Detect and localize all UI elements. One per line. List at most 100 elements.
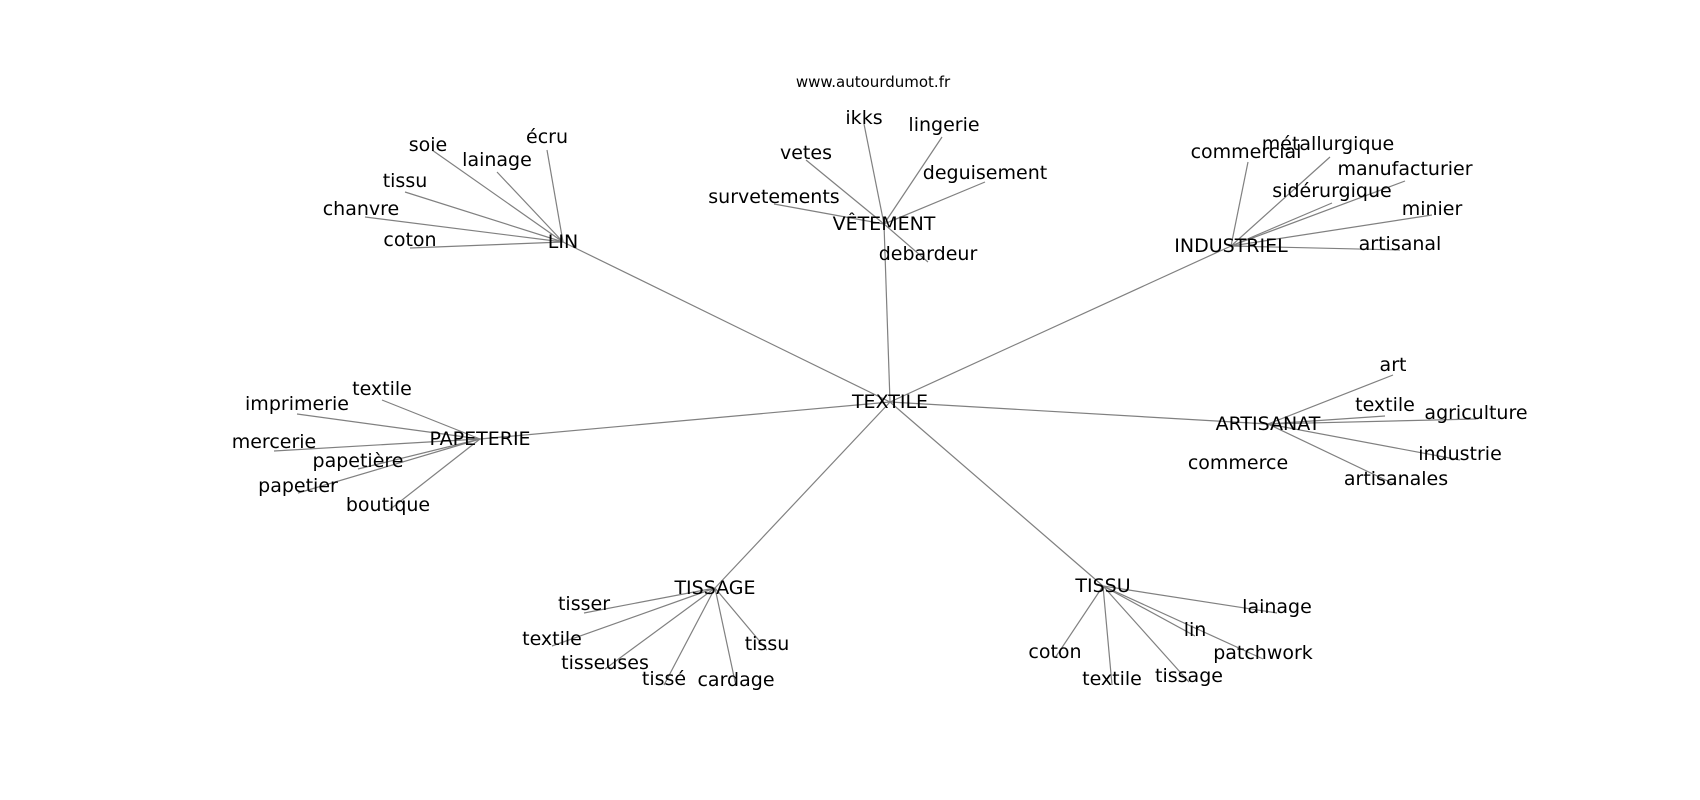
leaf-node-industriel-3[interactable]: sidérurgique	[1272, 180, 1391, 202]
leaf-node-lin-3[interactable]: tissu	[383, 170, 428, 192]
hub-node-vetement[interactable]: VÊTEMENT	[833, 212, 936, 235]
hub-node-tissage[interactable]: TISSAGE	[673, 577, 755, 599]
edge-lin-leaf-3	[404, 191, 564, 243]
edge-artisanat-leaf-5	[1267, 423, 1397, 486]
leaf-node-artisanat-0[interactable]: art	[1380, 354, 1407, 376]
leaf-node-vetement-3[interactable]: deguisement	[923, 162, 1047, 184]
edge-tissage-leaf-0	[583, 587, 716, 614]
leaf-node-vetement-1[interactable]: lingerie	[908, 114, 979, 136]
leaf-node-tissu-2[interactable]: patchwork	[1213, 642, 1313, 664]
leaf-node-tissage-3[interactable]: tisseuses	[561, 652, 649, 674]
edge-tissage-leaf-2	[714, 587, 768, 651]
leaf-node-tissu-4[interactable]: textile	[1082, 668, 1142, 690]
edge-lin-leaf-2	[496, 171, 564, 243]
edge-artisanat-leaf-1	[1267, 415, 1386, 425]
leaf-node-industriel-0[interactable]: commercial	[1191, 141, 1302, 163]
edge-root-lin	[562, 241, 891, 403]
root-node-textile[interactable]: TEXTILE	[851, 391, 928, 413]
leaf-node-tissu-1[interactable]: lin	[1184, 619, 1207, 641]
edge-vetement-leaf-3	[883, 181, 986, 225]
edge-lin-leaf-5	[409, 241, 564, 249]
leaf-node-artisanat-5[interactable]: artisanales	[1344, 468, 1448, 490]
edge-papeterie-leaf-4	[297, 438, 481, 494]
leaf-node-papeterie-0[interactable]: textile	[352, 378, 412, 400]
edge-papeterie-leaf-3	[357, 438, 481, 470]
edge-root-artisanat	[889, 401, 1269, 425]
edge-vetement-leaf-2	[805, 159, 885, 225]
edge-root-tissu	[889, 401, 1104, 587]
hub-node-papeterie[interactable]: PAPETERIE	[429, 428, 530, 450]
leaf-node-tissu-5[interactable]: tissage	[1155, 665, 1223, 687]
edges	[273, 123, 1477, 687]
edge-industriel-leaf-5	[1230, 245, 1401, 251]
leaf-node-industriel-2[interactable]: manufacturier	[1337, 158, 1472, 180]
edge-vetement-leaf-5	[883, 223, 929, 263]
leaf-node-lin-5[interactable]: coton	[383, 229, 436, 251]
leaf-node-tissu-3[interactable]: coton	[1028, 641, 1081, 663]
edge-root-tissage	[714, 401, 891, 589]
leaf-node-artisanat-1[interactable]: textile	[1355, 394, 1415, 416]
leaf-node-papeterie-1[interactable]: imprimerie	[245, 393, 349, 415]
leaf-node-vetement-4[interactable]: survetements	[708, 186, 839, 208]
leaf-node-lin-4[interactable]: chanvre	[323, 198, 400, 220]
edge-tissage-leaf-1	[551, 587, 716, 647]
edge-industriel-leaf-2	[1230, 180, 1406, 247]
edge-industriel-leaf-0	[1230, 161, 1249, 247]
edge-tissu-leaf-2	[1102, 585, 1264, 660]
edge-tissage-leaf-3	[604, 587, 716, 670]
edge-vetement-leaf-4	[773, 203, 885, 225]
leaf-node-tissage-1[interactable]: textile	[522, 628, 582, 650]
leaf-node-industriel-1[interactable]: métallurgique	[1262, 133, 1395, 155]
hub-node-industriel[interactable]: INDUSTRIEL	[1174, 235, 1288, 257]
leaf-node-tissu-0[interactable]: lainage	[1242, 596, 1312, 618]
leaf-node-papeterie-4[interactable]: papetier	[258, 475, 338, 497]
site-url[interactable]: www.autourdumot.fr	[796, 73, 951, 91]
edge-artisanat-leaf-2	[1267, 418, 1477, 425]
leaf-node-papeterie-3[interactable]: papetière	[313, 450, 404, 472]
leaf-node-vetement-0[interactable]: ikks	[845, 107, 882, 129]
leaf-node-tissage-2[interactable]: tissu	[745, 633, 790, 655]
edge-tissage-leaf-5	[714, 587, 737, 687]
leaf-node-industriel-5[interactable]: artisanal	[1359, 233, 1442, 255]
edge-root-industriel	[889, 245, 1232, 403]
edge-tissu-leaf-5	[1102, 585, 1190, 683]
leaf-node-tissage-5[interactable]: cardage	[697, 669, 774, 691]
edge-papeterie-leaf-0	[381, 399, 481, 440]
hub-node-artisanat[interactable]: ARTISANAT	[1216, 413, 1321, 435]
leaf-node-artisanat-2[interactable]: agriculture	[1424, 402, 1527, 424]
edge-industriel-leaf-1	[1230, 156, 1331, 247]
leaf-node-papeterie-2[interactable]: mercerie	[232, 431, 317, 453]
edge-tissu-leaf-1	[1102, 585, 1196, 637]
leaf-node-lin-1[interactable]: écru	[526, 126, 568, 148]
leaf-node-industriel-4[interactable]: minier	[1402, 198, 1463, 220]
edge-papeterie-leaf-5	[387, 438, 481, 512]
leaf-node-vetement-5[interactable]: debardeur	[879, 243, 978, 265]
edge-tissage-leaf-4	[663, 587, 716, 686]
leaf-node-papeterie-5[interactable]: boutique	[346, 494, 430, 516]
edge-root-papeterie	[479, 401, 891, 440]
leaf-node-vetement-2[interactable]: vetes	[780, 142, 832, 164]
edge-tissu-leaf-3	[1054, 585, 1104, 659]
leaf-node-artisanat-4[interactable]: commerce	[1188, 452, 1288, 474]
edge-vetement-leaf-1	[883, 136, 943, 225]
edge-lin-leaf-1	[546, 149, 564, 243]
hub-node-lin[interactable]: LIN	[548, 231, 578, 253]
edge-industriel-leaf-3	[1230, 202, 1333, 247]
edge-tissu-leaf-0	[1102, 585, 1278, 614]
edge-vetement-leaf-0	[863, 123, 885, 225]
edge-industriel-leaf-4	[1230, 214, 1433, 247]
leaf-node-tissage-0[interactable]: tisser	[558, 593, 610, 615]
leaf-node-artisanat-3[interactable]: industrie	[1418, 443, 1502, 465]
edge-artisanat-leaf-0	[1267, 374, 1394, 425]
edge-papeterie-leaf-1	[296, 413, 481, 440]
edge-artisanat-leaf-3	[1267, 423, 1461, 461]
edge-tissu-leaf-4	[1102, 585, 1113, 686]
leaf-node-lin-0[interactable]: soie	[409, 134, 448, 156]
edge-root-vetement	[883, 223, 891, 403]
leaf-node-tissage-4[interactable]: tissé	[642, 668, 686, 690]
leaf-node-lin-2[interactable]: lainage	[462, 149, 532, 171]
hub-node-tissu[interactable]: TISSU	[1074, 575, 1130, 597]
